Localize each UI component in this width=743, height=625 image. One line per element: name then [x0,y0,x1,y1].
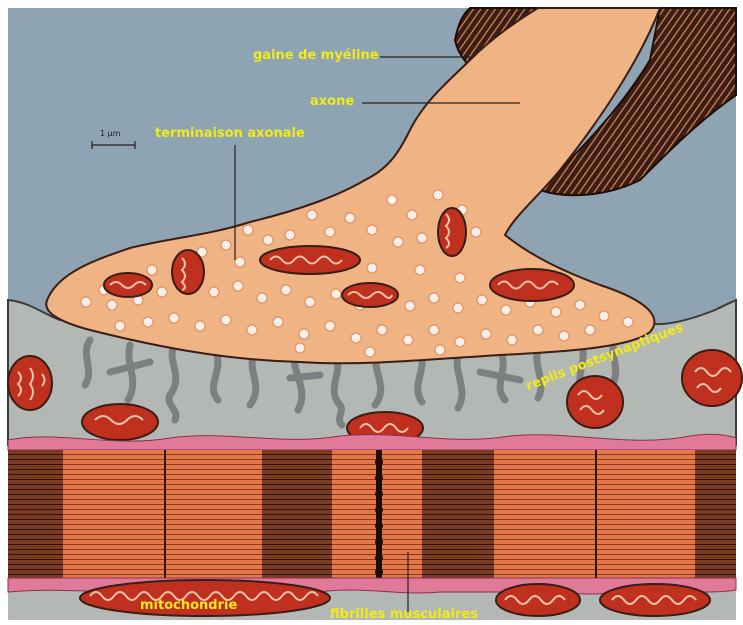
scale-bar-label: 1 µm [100,129,121,138]
muscle-fibrils [8,450,736,578]
label-muscle-fibrils: fibrilles musculaires [330,607,478,622]
label-axon: axone [310,94,354,109]
sarcomere-band [262,450,332,578]
label-mitochondria: mitochondrie [140,598,237,613]
sarcomere-band [422,450,494,578]
label-axon-terminal: terminaison axonale [155,126,305,141]
sarcomere-band [8,450,63,578]
label-myelin-sheath: gaine de myéline [253,48,379,63]
z-line-center [375,450,383,578]
sarcomere-band [695,450,736,578]
